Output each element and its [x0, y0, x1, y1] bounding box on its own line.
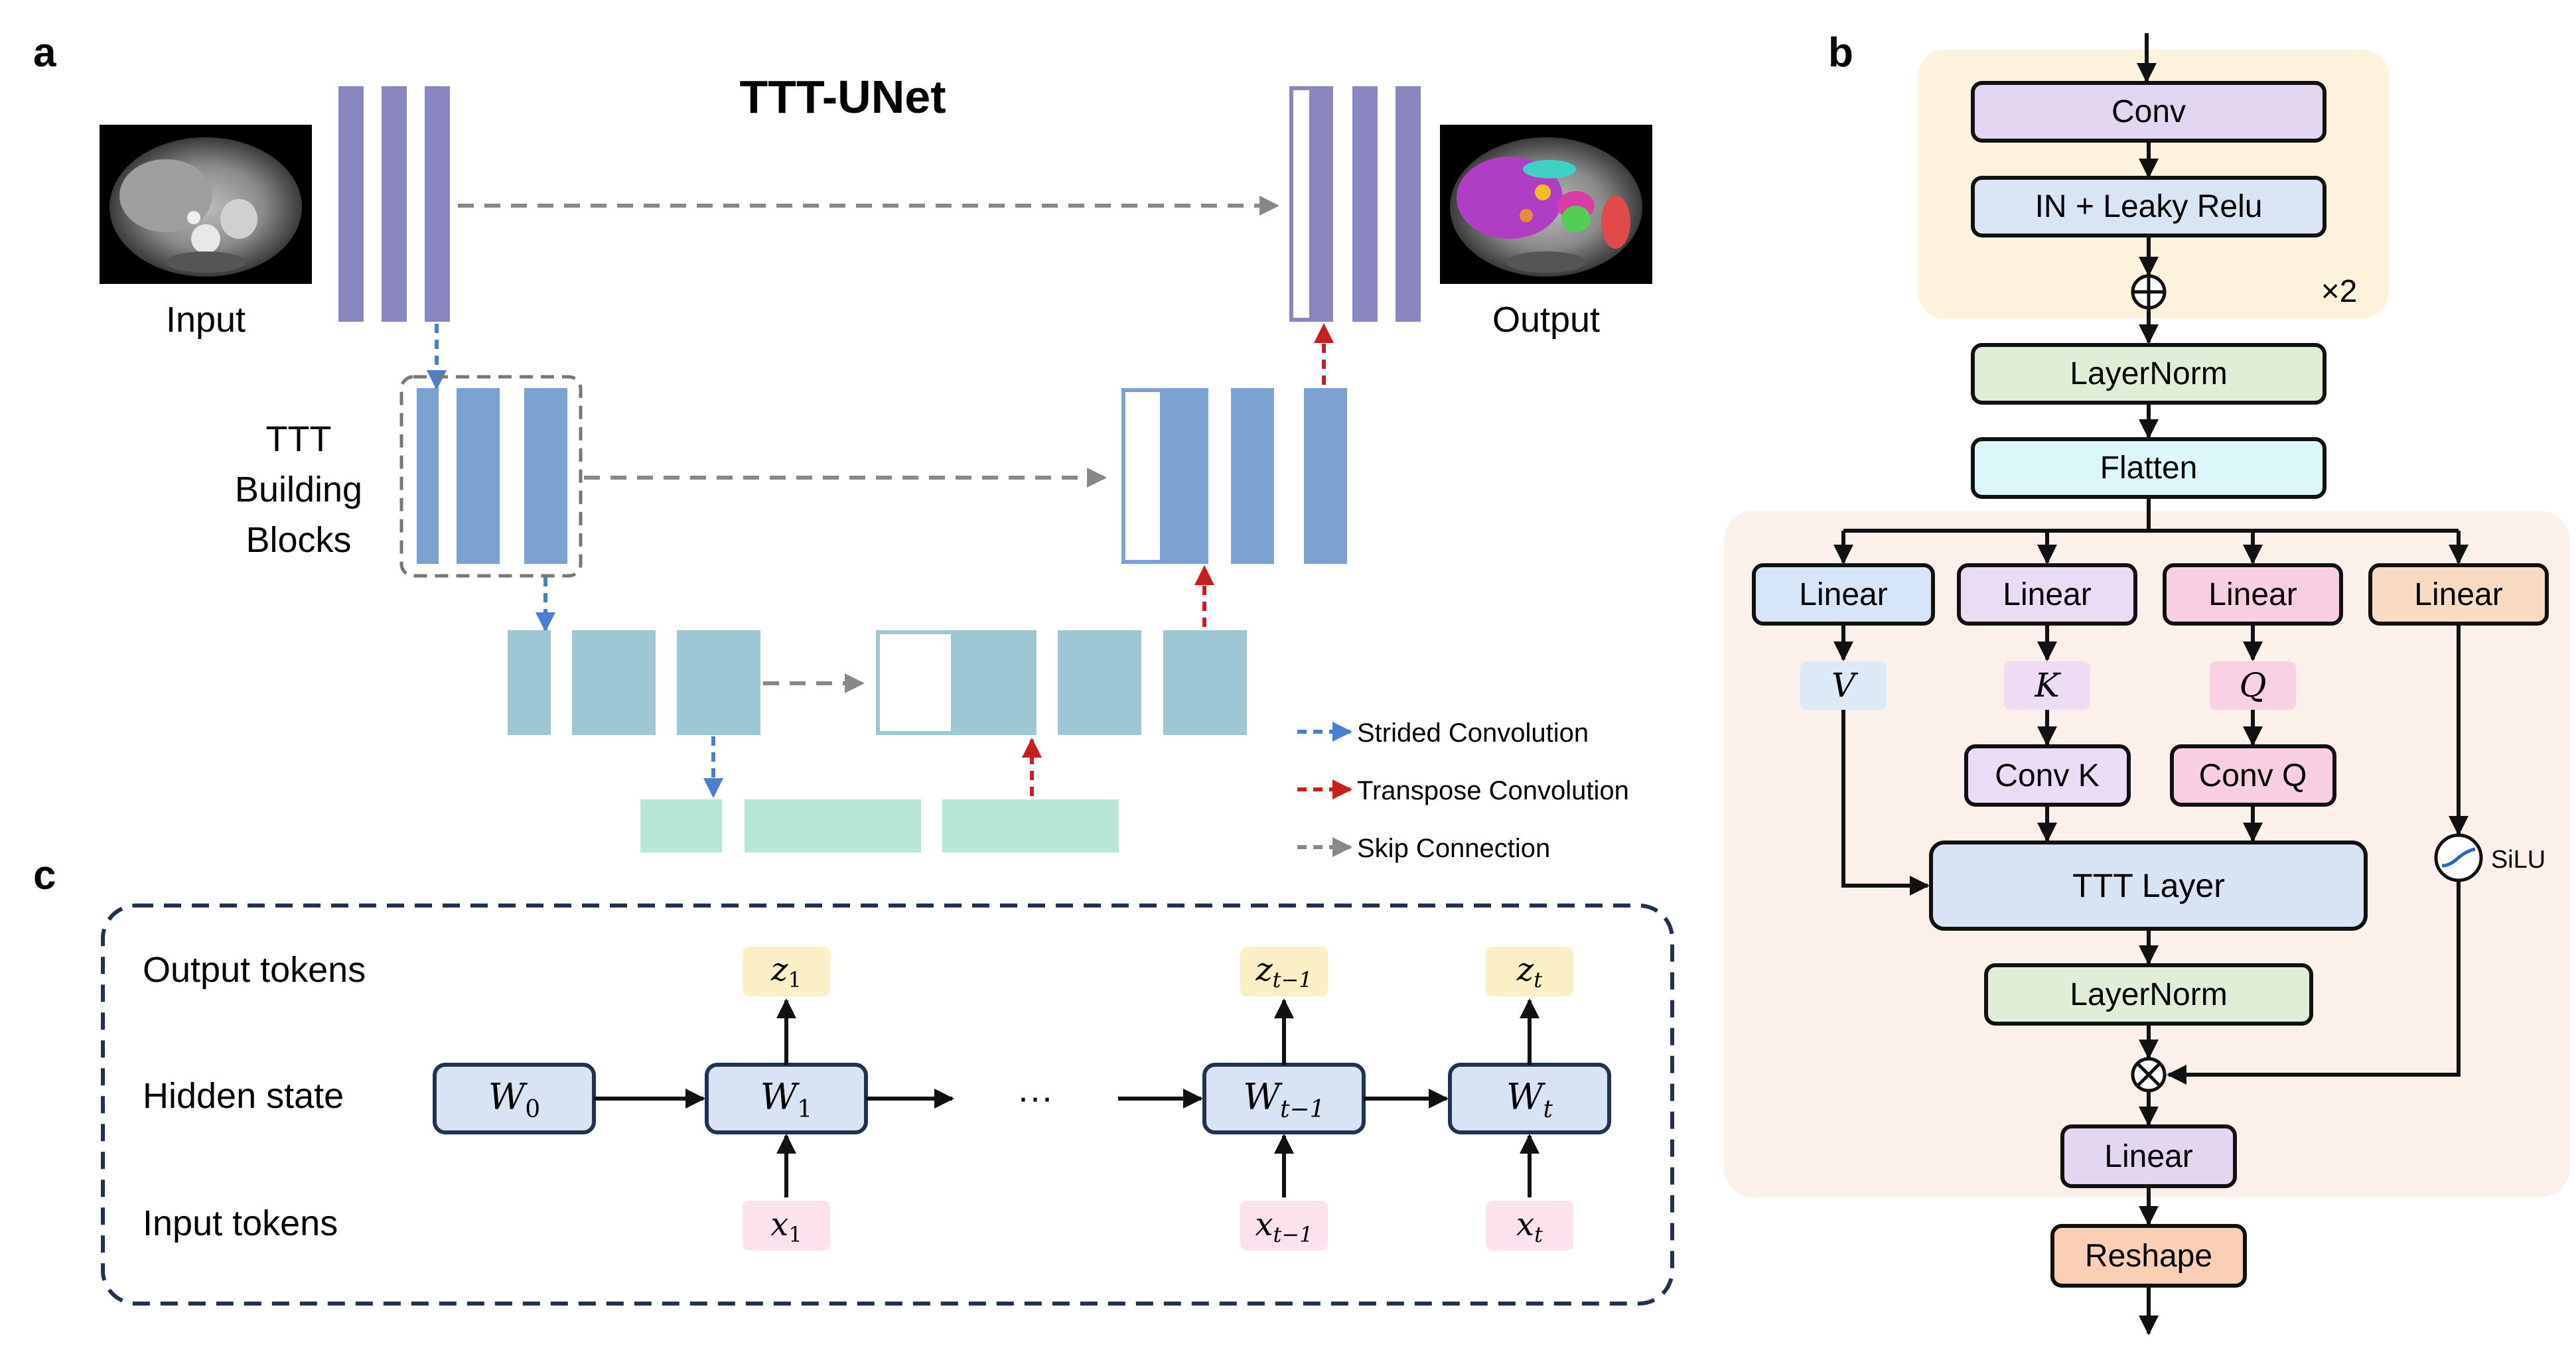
in-leaky-relu-label: IN + Leaky Relu: [2035, 189, 2263, 224]
panel-b-label: b: [1828, 30, 1853, 76]
output-token-zt-1: [1240, 947, 1328, 996]
decoder-l2-bar: [1162, 388, 1208, 564]
v-path-arrow: [1841, 710, 1930, 896]
decoder-l3-bar: [1163, 630, 1247, 735]
wt-1-label: Wt−1: [1243, 1076, 1324, 1123]
v-token: [1800, 661, 1887, 710]
linear-k-label: Linear: [2003, 577, 2091, 612]
bottleneck-bar: [640, 799, 722, 852]
conv-k-label: Conv K: [1995, 758, 2099, 793]
legend-transpose-label: Transpose Convolution: [1357, 776, 1629, 805]
w0-label: W0: [488, 1076, 540, 1123]
encoder-l2-bar: [524, 388, 567, 564]
encoder-l2-bar: [417, 388, 439, 564]
encoder-l3-bar: [508, 630, 551, 735]
q-label: Q: [2240, 666, 2267, 705]
layernorm-2-label: LayerNorm: [2070, 977, 2227, 1012]
legend: Strided Convolution Transpose Convolutio…: [1297, 718, 1629, 863]
add-operator: [2131, 274, 2167, 310]
linear-gate-label: Linear: [2414, 577, 2502, 612]
encoder-l3-bar: [677, 630, 760, 735]
encoder-l1-bar: [338, 86, 364, 322]
z1-label: z1: [770, 951, 802, 992]
row-label-hidden: Hidden state: [143, 1076, 344, 1116]
decoder-l1-skip-bar: [1289, 86, 1313, 322]
v-label: V: [1831, 666, 1859, 705]
row-label-input: Input tokens: [143, 1203, 338, 1243]
decoder-l3-skip-bar: [876, 630, 955, 735]
encoder-l2-bar: [457, 388, 500, 564]
legend-strided-label: Strided Convolution: [1357, 718, 1589, 748]
decoder-l3-bar: [953, 630, 1037, 735]
diagram-title: TTT-UNet: [739, 71, 946, 123]
decoder-l1-bar: [1311, 86, 1333, 322]
output-token-z1: [743, 947, 830, 996]
conv-q-label: Conv Q: [2199, 758, 2307, 793]
k-token: [2004, 661, 2090, 710]
output-segmentation-image: [1440, 125, 1652, 284]
xt-1-label: xt−1: [1255, 1206, 1313, 1247]
linear-out-label: Linear: [2104, 1139, 2192, 1174]
panel-c: c Output tokens Hidden state Input token…: [33, 852, 1674, 1306]
flatten-label: Flatten: [2100, 450, 2198, 486]
decoder-l2-bar: [1231, 388, 1274, 564]
decoder-l2-bar: [1304, 388, 1347, 564]
x1-label: x1: [770, 1206, 802, 1247]
silu-activation: [2434, 833, 2483, 882]
decoder-l1-bar: [1352, 86, 1378, 322]
ttt-block-label: TTT: [266, 419, 332, 459]
ttt-block-label: Building: [235, 470, 362, 509]
k-label: K: [2034, 666, 2061, 705]
w1-label: W1: [760, 1076, 812, 1123]
input-token-xt: [1486, 1201, 1573, 1250]
linear-q-label: Linear: [2208, 577, 2297, 612]
panel-c-label: c: [33, 852, 56, 898]
zt-label: zt: [1516, 951, 1542, 992]
reshape-label: Reshape: [2085, 1239, 2212, 1274]
decoder-l2-skip-bar: [1121, 388, 1164, 564]
input-label: Input: [166, 300, 246, 340]
decoder-l1-bar: [1395, 86, 1421, 322]
bottleneck-bar: [942, 799, 1119, 852]
multiply-operator: [2131, 1057, 2167, 1093]
gate-path-arrow: [2167, 880, 2461, 1085]
encoder-l1-bar: [425, 86, 450, 322]
bottleneck-bar: [745, 799, 921, 852]
output-token-zt: [1486, 947, 1573, 996]
ttt-block-outline: [399, 375, 583, 578]
zt-1-label: zt−1: [1255, 951, 1312, 992]
ttt-layer-label: TTT Layer: [2072, 867, 2225, 904]
panel-c-frame: [101, 904, 1674, 1306]
input-token-x1: [743, 1201, 830, 1250]
output-label: Output: [1492, 300, 1600, 340]
decoder-l3-bar: [1058, 630, 1141, 735]
repeat-label: ×2: [2321, 274, 2358, 309]
xt-label: xt: [1516, 1206, 1543, 1247]
conv-label: Conv: [2111, 94, 2186, 129]
encoder-l3-bar: [572, 630, 656, 735]
panel-a: a TTT-UNet Input Output: [33, 30, 1652, 863]
linear-v-label: Linear: [1799, 577, 1887, 612]
row-label-output: Output tokens: [143, 950, 366, 990]
layernorm-label: LayerNorm: [2070, 356, 2227, 391]
input-token-xt-1: [1240, 1201, 1328, 1250]
silu-label: SiLU: [2491, 846, 2545, 874]
encoder-l1-bar: [382, 86, 407, 322]
panel-b: b Conv IN + Leaky Relu ×2 LayerNorm Flat…: [1724, 30, 2570, 1335]
q-token: [2210, 661, 2296, 710]
ellipsis: ···: [1017, 1077, 1053, 1117]
wt-label: Wt: [1506, 1076, 1553, 1123]
legend-skip-label: Skip Connection: [1357, 834, 1550, 863]
panel-a-label: a: [33, 30, 56, 76]
input-ct-image: [100, 125, 312, 284]
ttt-block-label: Blocks: [246, 520, 351, 560]
